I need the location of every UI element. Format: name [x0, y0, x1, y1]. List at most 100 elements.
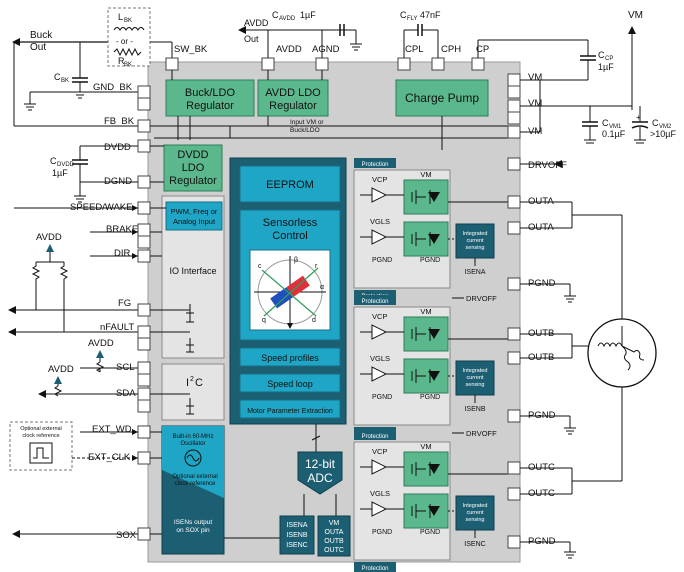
ext-wd-pin — [137, 425, 151, 439]
cdvdd-sub: DVDD — [57, 162, 75, 168]
motor-param-block — [239, 399, 341, 419]
adc-input-isen — [279, 515, 315, 555]
inductor-icon — [113, 27, 145, 31]
scl-pin — [137, 361, 151, 375]
brake-label: BRAKE — [106, 224, 138, 235]
pullup-resistor-icon-2 — [59, 262, 69, 285]
cvm1-label: C — [602, 118, 609, 128]
buck-out-label-2: Out — [30, 42, 46, 53]
open-drain-icon-2 — [186, 338, 194, 353]
ext-clk-pin — [137, 451, 151, 465]
vm-top-label: VM — [628, 10, 643, 21]
ext-clock-ref-2: clock reference — [22, 433, 59, 439]
nfault-pin-2 — [137, 337, 151, 351]
outb-pin-1 — [507, 327, 521, 341]
vm-pin-3 — [507, 125, 521, 139]
nfault-pin — [137, 325, 151, 339]
adc-label-1: 12-bit — [305, 457, 336, 471]
io-interface-label: IO Interface — [169, 266, 216, 276]
or-label: - or - — [116, 37, 133, 46]
vgls-label-0: VGLS — [370, 217, 390, 226]
cvm1-val: 0.1µF — [602, 129, 626, 139]
osc-label-1: Built-in 60-MHz — [172, 434, 213, 440]
gnd-bk-pin — [137, 85, 151, 99]
rotor-q: q — [262, 317, 266, 324]
body-diode-icon-b-1 — [428, 371, 440, 381]
dvdd-label-1: DVDD — [177, 149, 208, 161]
scl-pin-2 — [137, 373, 151, 387]
low-fet-icon-1 — [411, 369, 431, 383]
cdvdd-val: 1µF — [52, 168, 68, 178]
rbk-label: R — [118, 56, 125, 66]
outb-pin-2 — [507, 351, 521, 365]
isen-label-0: ISENA — [464, 269, 485, 276]
sense-label-1-2: Integrated — [463, 503, 488, 509]
rotor-d: d — [312, 317, 316, 324]
rotor-alpha: α — [320, 284, 324, 291]
cbk-label: C — [54, 72, 61, 82]
high-fet-icon-1 — [411, 327, 431, 341]
pwm-label-1: PWM, Freq or — [171, 207, 218, 216]
adc-isenc: ISENC — [286, 542, 307, 549]
pwm-label-2: Analog Input — [173, 217, 216, 226]
dvdd-pin — [137, 139, 151, 153]
drvoff-label-1: DRVOFF — [466, 294, 497, 303]
dvdd-ldo-regulator — [163, 144, 223, 192]
cph-pin — [431, 57, 445, 71]
vm2-label: VM — [528, 98, 542, 109]
oscillator-top — [162, 426, 224, 498]
pgnd-fet-label-0: PGND — [420, 257, 440, 264]
protection-bar-bottom-2 — [354, 562, 396, 572]
buck-out-label-1: Buck — [30, 30, 53, 41]
cfly-sub: FLY — [407, 16, 418, 22]
osc-label-2: Oscillator — [180, 441, 205, 447]
motor-param-label: Motor Parameter Extraction — [247, 408, 333, 415]
fb-bk-label: FB_BK — [104, 116, 135, 127]
drvoff-pin-label: DRVOFF — [528, 160, 567, 171]
cvm1-sub: VM1 — [609, 124, 622, 130]
low-fet-icon-0 — [411, 232, 431, 246]
sensorless-label-1: Sensorless — [263, 217, 318, 229]
ccp-sub: CP — [605, 56, 613, 62]
sda-pin-2 — [137, 399, 151, 413]
sox-label: SOX — [116, 530, 137, 541]
buck-ldo-label-1: Buck/LDO — [185, 87, 236, 99]
current-sense-block-1 — [455, 360, 495, 396]
avdd-input-note-1: Input VM or — [290, 119, 324, 126]
vcp-label-2: VCP — [372, 447, 387, 456]
speed-wake-pin — [137, 201, 151, 215]
speed-loop-block — [239, 373, 341, 393]
cvm2-sub: VM2 — [659, 124, 672, 130]
buck-ldo-label-2: Regulator — [186, 100, 234, 112]
rotor-c: c — [258, 263, 262, 270]
opt-ext-clk-1: Optional external — [172, 474, 217, 480]
protection-label-top-1: Protection — [361, 299, 388, 305]
avdd-ldo-label-2: Regulator — [269, 100, 317, 112]
pgnd-driver-label-1: PGND — [372, 394, 392, 401]
oscillator-icon — [184, 449, 202, 467]
pgnd-pin-2 — [507, 409, 521, 423]
cpl-label: CPL — [405, 44, 423, 55]
sda-drain-icon — [186, 398, 194, 415]
resistor-icon — [113, 47, 142, 57]
sense-label-3-0: sensing — [466, 245, 485, 251]
low-fet-icon-2 — [411, 504, 431, 518]
high-fet-icon-0 — [411, 190, 431, 204]
cavdd-sub: AVDD — [279, 16, 296, 22]
cp-pin — [471, 57, 485, 71]
pgnd-pin-1 — [507, 277, 521, 291]
cbk-sub: BK — [61, 78, 69, 84]
adc-outb: OUTB — [324, 538, 344, 545]
body-diode-icon-1 — [428, 329, 440, 339]
dvdd-label-3: Regulator — [169, 175, 217, 187]
drvoff-label-2: DRVOFF — [466, 429, 497, 438]
adc-block — [297, 451, 343, 495]
vm-pin-2 — [507, 99, 521, 113]
body-diode-icon-0 — [428, 192, 440, 202]
brake-pin-2 — [137, 235, 151, 249]
pwm-freq-box — [165, 201, 223, 231]
charge-pump-label: Charge Pump — [405, 91, 479, 105]
gnd-bk-pin-2 — [137, 97, 151, 111]
isens-out-1: ISENs output — [174, 519, 212, 526]
